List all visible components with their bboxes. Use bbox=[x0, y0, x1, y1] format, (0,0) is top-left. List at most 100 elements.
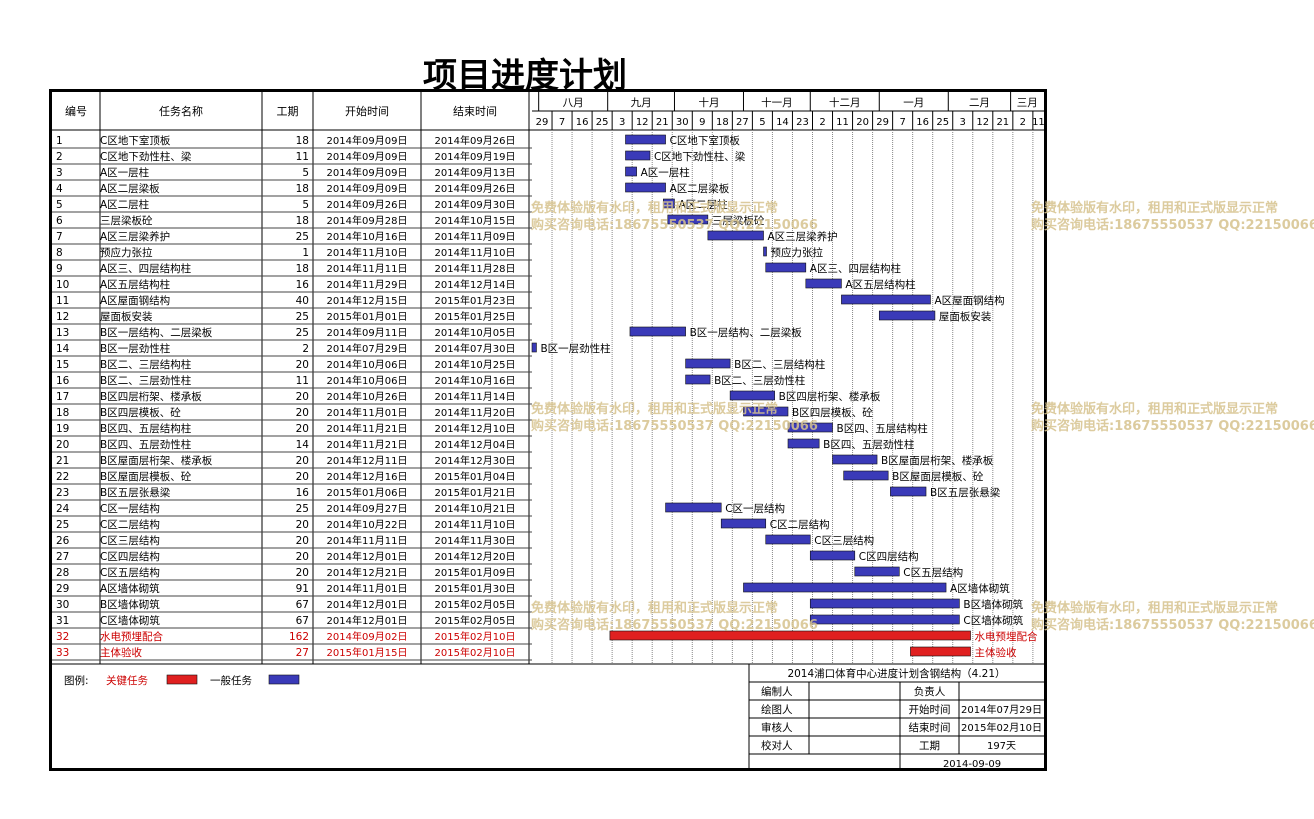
month-label: 三月 bbox=[1017, 97, 1038, 109]
task-id: 10 bbox=[56, 279, 69, 291]
task-id: 1 bbox=[56, 135, 63, 147]
task-duration: 1 bbox=[302, 247, 309, 259]
task-duration: 20 bbox=[296, 423, 309, 435]
task-name: B区五层张悬梁 bbox=[100, 486, 171, 499]
task-duration: 20 bbox=[296, 407, 309, 419]
task-start: 2014年10月06日 bbox=[327, 358, 408, 371]
bar-label: C区一层结构 bbox=[725, 502, 785, 515]
legend-prefix: 图例: bbox=[64, 674, 89, 687]
column-header: 编号 bbox=[65, 104, 87, 118]
info-label: 校对人 bbox=[761, 739, 793, 752]
task-name: A区一层柱 bbox=[100, 166, 150, 179]
day-label: 16 bbox=[576, 117, 589, 128]
day-label: 20 bbox=[856, 117, 869, 128]
task-duration: 25 bbox=[296, 311, 309, 323]
task-start: 2014年11月21日 bbox=[327, 422, 408, 435]
bar-label: C区地下室顶板 bbox=[670, 134, 741, 147]
task-id: 21 bbox=[56, 455, 69, 467]
task-bar bbox=[809, 614, 960, 625]
task-name: B区四、五层结构柱 bbox=[100, 422, 192, 435]
bar-label: 三层梁板砼 bbox=[712, 214, 765, 227]
task-start: 2014年12月16日 bbox=[327, 470, 408, 483]
task-id: 19 bbox=[56, 423, 69, 435]
task-duration: 11 bbox=[296, 375, 309, 387]
task-duration: 20 bbox=[296, 455, 309, 467]
task-bar bbox=[910, 646, 971, 657]
month-label: 十月 bbox=[698, 96, 719, 109]
bar-label: A区墙体砌筑 bbox=[950, 582, 1010, 595]
task-end: 2015年01月25日 bbox=[435, 310, 516, 323]
bar-label: A区一层柱 bbox=[641, 166, 691, 179]
task-id: 14 bbox=[56, 343, 70, 355]
month-label: 二月 bbox=[969, 97, 990, 109]
task-start: 2014年12月11日 bbox=[327, 454, 408, 467]
task-bar bbox=[625, 150, 651, 161]
task-duration: 20 bbox=[296, 391, 309, 403]
bar-label: C区二层结构 bbox=[770, 518, 830, 531]
task-end: 2014年11月20日 bbox=[435, 406, 516, 419]
task-end: 2014年10月05日 bbox=[435, 326, 516, 339]
bar-label: 水电预埋配合 bbox=[975, 630, 1038, 643]
info-label: 绘图人 bbox=[761, 703, 793, 716]
task-id: 5 bbox=[56, 199, 63, 211]
bar-label: B区四、五层结构柱 bbox=[837, 422, 929, 435]
watermark: 免费体验版有水印，租用和正式版显示正常购买咨询电话:18675550537 QQ… bbox=[1031, 601, 1314, 633]
bar-label: A区三层梁养护 bbox=[768, 230, 838, 243]
task-start: 2014年11月10日 bbox=[327, 246, 408, 259]
task-start: 2014年11月11日 bbox=[327, 534, 408, 547]
task-end: 2014年09月26日 bbox=[435, 182, 516, 195]
column-header: 开始时间 bbox=[345, 104, 389, 118]
task-bar bbox=[787, 422, 833, 433]
task-id: 2 bbox=[56, 151, 63, 163]
task-duration: 20 bbox=[296, 471, 309, 483]
task-bar bbox=[843, 470, 889, 481]
task-bar bbox=[809, 550, 856, 561]
task-name: B区四层桁架、楼承板 bbox=[100, 390, 202, 403]
task-start: 2014年11月01日 bbox=[327, 582, 408, 595]
task-id: 6 bbox=[56, 215, 63, 227]
task-start: 2014年11月21日 bbox=[327, 438, 408, 451]
task-bar bbox=[890, 486, 927, 497]
task-end: 2015年01月21日 bbox=[435, 486, 516, 499]
task-start: 2014年11月29日 bbox=[327, 278, 408, 291]
bar-label: B区四层模板、砼 bbox=[792, 406, 873, 419]
task-bar bbox=[763, 246, 767, 257]
column-header: 任务名称 bbox=[159, 104, 203, 118]
task-end: 2014年09月30日 bbox=[435, 198, 516, 211]
task-duration: 20 bbox=[296, 359, 309, 371]
task-duration: 18 bbox=[296, 215, 309, 227]
task-bar bbox=[707, 230, 764, 241]
task-end: 2014年11月10日 bbox=[435, 246, 516, 259]
task-name: B区二、三层结构柱 bbox=[100, 358, 192, 371]
task-end: 2014年11月09日 bbox=[435, 230, 516, 243]
task-duration: 25 bbox=[296, 231, 309, 243]
bar-label: A区二层梁板 bbox=[670, 182, 730, 195]
info-label: 编制人 bbox=[761, 685, 793, 698]
bar-label: A区五层结构柱 bbox=[845, 278, 916, 291]
task-start: 2014年09月09日 bbox=[327, 166, 408, 179]
task-end: 2014年10月25日 bbox=[435, 358, 516, 371]
task-bar bbox=[841, 294, 931, 305]
bar-label: B区一层劲性柱 bbox=[540, 342, 611, 355]
task-duration: 16 bbox=[296, 487, 310, 499]
info-value: 2014年07月29日 bbox=[961, 703, 1042, 716]
info-header: 2014浦口体育中心进度计划含钢结构（4.21） bbox=[787, 667, 1005, 680]
task-bar bbox=[729, 390, 775, 401]
task-duration: 20 bbox=[296, 567, 309, 579]
task-end: 2014年10月15日 bbox=[435, 214, 516, 227]
task-start: 2014年09月09日 bbox=[327, 182, 408, 195]
task-id: 32 bbox=[56, 631, 69, 643]
day-label: 29 bbox=[876, 117, 889, 128]
task-name: C区二层结构 bbox=[100, 518, 160, 531]
bar-label: B区墙体砌筑 bbox=[963, 598, 1023, 611]
task-start: 2014年12月01日 bbox=[327, 598, 408, 611]
task-bar bbox=[625, 182, 666, 193]
task-duration: 67 bbox=[296, 599, 309, 611]
task-id: 24 bbox=[56, 503, 70, 515]
task-start: 2014年11月01日 bbox=[327, 406, 408, 419]
task-start: 2014年09月11日 bbox=[327, 326, 408, 339]
task-name: B区墙体砌筑 bbox=[100, 598, 160, 611]
task-name: A区三层梁养护 bbox=[100, 230, 170, 243]
task-duration: 91 bbox=[296, 583, 309, 595]
task-name: C区墙体砌筑 bbox=[100, 614, 160, 627]
